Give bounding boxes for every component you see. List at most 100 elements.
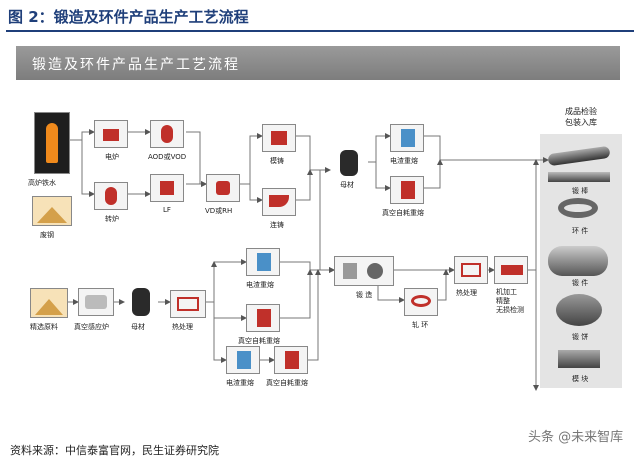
converter-node bbox=[94, 182, 128, 210]
label-billet-mid: 母材 bbox=[131, 323, 145, 331]
ingot-icon bbox=[132, 288, 150, 316]
furnace-icon bbox=[461, 263, 481, 277]
label-var-mid: 真空自耗重熔 bbox=[238, 337, 280, 345]
caster-icon bbox=[269, 195, 289, 207]
diagram-banner: 锻造及环件产品生产工艺流程 bbox=[16, 46, 620, 80]
scrap-node bbox=[32, 196, 72, 226]
label-scrap: 废钢 bbox=[40, 231, 54, 239]
ingot-icon bbox=[340, 150, 358, 176]
heat-treat-right-node bbox=[454, 256, 488, 284]
flow-arrow bbox=[377, 284, 405, 303]
continuous-casting-node bbox=[262, 188, 296, 216]
esr-bottom-node bbox=[226, 346, 260, 374]
flow-arrow bbox=[528, 159, 539, 271]
remelt-icon bbox=[401, 129, 415, 147]
label-electric-furnace: 电炉 bbox=[105, 153, 119, 161]
var-bottom-node bbox=[274, 346, 308, 374]
remelt-icon bbox=[285, 351, 299, 369]
flow-arrow bbox=[308, 269, 321, 361]
label-ring-rolling: 轧 环 bbox=[412, 321, 429, 329]
converter-icon bbox=[105, 187, 117, 205]
flow-arrow bbox=[368, 133, 391, 163]
label-machining: 机加工 精整 无损检测 bbox=[496, 288, 524, 314]
var-top-node bbox=[390, 176, 424, 204]
flow-arrow bbox=[240, 133, 263, 185]
label-esr-bottom: 电渣重熔 bbox=[226, 379, 254, 387]
flow-arrow bbox=[70, 129, 95, 141]
label-product-disc: 锻 饼 bbox=[572, 333, 589, 341]
remelt-icon bbox=[257, 309, 271, 327]
refined-raw-node bbox=[30, 288, 68, 318]
products-header: 成品检验 包装入库 bbox=[565, 107, 597, 127]
label-refined-raw: 精选原料 bbox=[30, 323, 58, 331]
product-block-icon bbox=[558, 350, 600, 368]
aod-vod-node bbox=[150, 120, 184, 148]
flow-arrow bbox=[81, 140, 95, 197]
watermark: 头条 @未来智库 bbox=[528, 430, 624, 445]
billet-mid-node bbox=[124, 288, 158, 316]
flow-arrow bbox=[280, 269, 313, 319]
label-forging: 锻 造 bbox=[356, 291, 373, 299]
flow-arrow bbox=[213, 262, 247, 321]
flow-arrow bbox=[424, 159, 443, 189]
label-product-forging: 锻 件 bbox=[572, 279, 589, 287]
remelt-icon bbox=[237, 351, 251, 369]
banner-title: 锻造及环件产品生产工艺流程 bbox=[32, 57, 240, 73]
lf-node bbox=[150, 174, 184, 202]
figure-title: 图 2：锻造及环件产品生产工艺流程 bbox=[8, 8, 249, 26]
product-bar-icon bbox=[548, 172, 610, 182]
machining-node bbox=[494, 256, 528, 284]
furnace-icon bbox=[103, 129, 119, 141]
induction-furnace-icon bbox=[85, 295, 107, 309]
product-disc-icon bbox=[556, 294, 602, 326]
label-billet-top: 母材 bbox=[340, 181, 354, 189]
press-icon bbox=[367, 263, 383, 279]
label-continuous-casting: 连铸 bbox=[270, 221, 284, 229]
raw-pile-icon bbox=[35, 299, 63, 315]
label-heat-treat-right: 热处理 bbox=[456, 289, 477, 297]
label-product-ring: 环 件 bbox=[572, 227, 589, 235]
label-converter: 转炉 bbox=[105, 215, 119, 223]
flow-arrow bbox=[296, 135, 331, 173]
electric-furnace-node bbox=[94, 120, 128, 148]
label-heat-treat-left: 热处理 bbox=[172, 323, 193, 331]
flow-arrow bbox=[296, 169, 313, 201]
press-icon bbox=[343, 263, 357, 279]
label-var-top: 真空自耗重熔 bbox=[382, 209, 424, 217]
flow-arrow bbox=[213, 302, 227, 363]
flow-arrow bbox=[438, 269, 449, 301]
flow-arrow bbox=[206, 261, 217, 303]
billet-top-node bbox=[332, 148, 366, 176]
heat-treat-left-node bbox=[170, 290, 206, 318]
vessel-icon bbox=[161, 125, 173, 143]
label-vim: 真空感应炉 bbox=[74, 323, 109, 331]
remelt-icon bbox=[257, 253, 271, 271]
furnace-icon bbox=[177, 297, 199, 311]
esr-top-node bbox=[390, 124, 424, 152]
vd-rh-node bbox=[206, 174, 240, 202]
flow-arrow bbox=[186, 131, 207, 187]
blast-iron-node bbox=[34, 112, 70, 174]
label-esr-mid: 电渣重熔 bbox=[246, 281, 274, 289]
ring-roll-icon bbox=[411, 295, 431, 307]
product-ring-icon bbox=[558, 198, 598, 218]
label-mold-casting: 模铸 bbox=[270, 157, 284, 165]
forging-node bbox=[334, 256, 394, 286]
flow-arrow bbox=[424, 135, 549, 163]
label-var-bottom: 真空自耗重熔 bbox=[266, 379, 308, 387]
lathe-icon bbox=[501, 265, 523, 275]
source-note: 资料来源：中信泰富官网，民生证券研究院 bbox=[10, 444, 219, 457]
ladle-icon bbox=[160, 181, 174, 195]
label-aod-vod: AOD或VOD bbox=[148, 153, 187, 161]
ring-rolling-node bbox=[404, 288, 438, 316]
label-product-block: 模 块 bbox=[572, 375, 589, 383]
label-lf: LF bbox=[163, 206, 171, 214]
molten-iron-icon bbox=[46, 123, 58, 163]
vacuum-vessel-icon bbox=[216, 181, 230, 195]
vim-node bbox=[78, 288, 114, 316]
label-esr-top: 电渣重熔 bbox=[390, 157, 418, 165]
flow-arrow bbox=[249, 184, 263, 203]
product-forging-icon bbox=[548, 246, 608, 276]
flow-arrow bbox=[375, 162, 391, 191]
mold-icon bbox=[271, 131, 287, 145]
